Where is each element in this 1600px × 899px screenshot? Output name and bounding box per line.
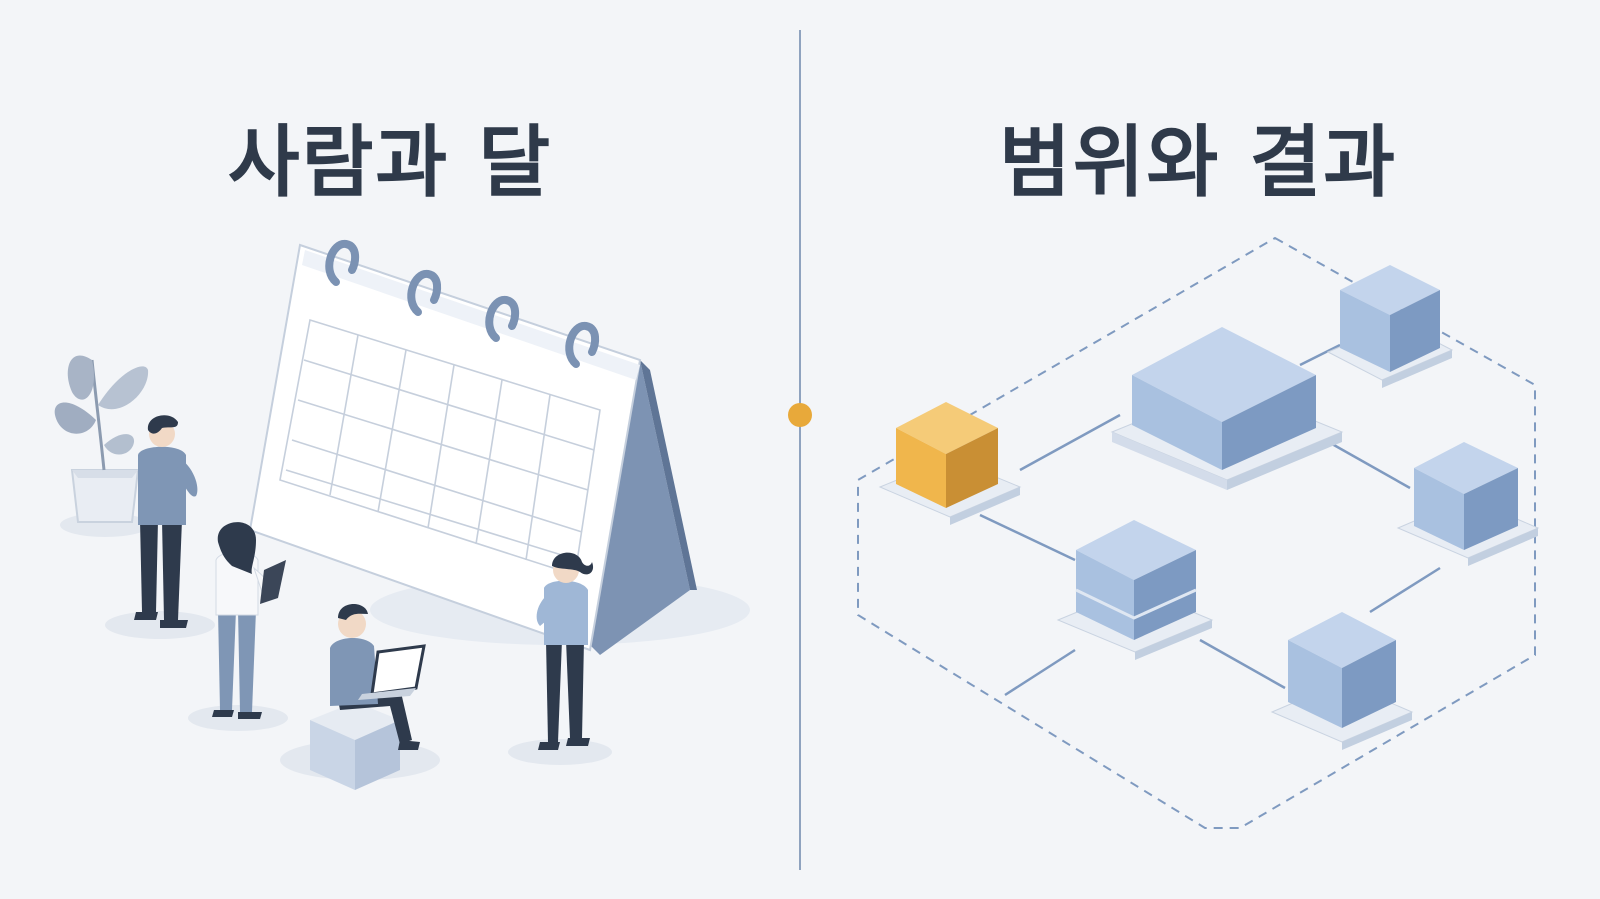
tablet-icon xyxy=(260,560,286,604)
laptop-icon xyxy=(358,644,426,700)
cube-icon xyxy=(1396,442,1540,566)
stacked-cube-icon xyxy=(1056,520,1214,660)
plant-icon xyxy=(54,355,150,537)
cube-icon xyxy=(1270,612,1414,750)
center-divider xyxy=(788,30,812,870)
right-panel-title: 범위와 결과 xyxy=(999,118,1397,208)
cube-icon xyxy=(1326,265,1454,388)
calendar-icon xyxy=(248,240,750,655)
accent-cube-icon xyxy=(878,402,1022,525)
cube-icon xyxy=(1110,327,1344,490)
person-thinking xyxy=(105,415,215,639)
connector-lines xyxy=(979,343,1441,697)
person-pointing xyxy=(508,552,612,765)
divider-dot xyxy=(788,403,812,427)
person-with-laptop xyxy=(280,603,440,790)
left-panel-title: 사람과 달 xyxy=(227,118,553,208)
person-with-tablet xyxy=(188,522,288,731)
scope-boundary xyxy=(857,236,1536,829)
